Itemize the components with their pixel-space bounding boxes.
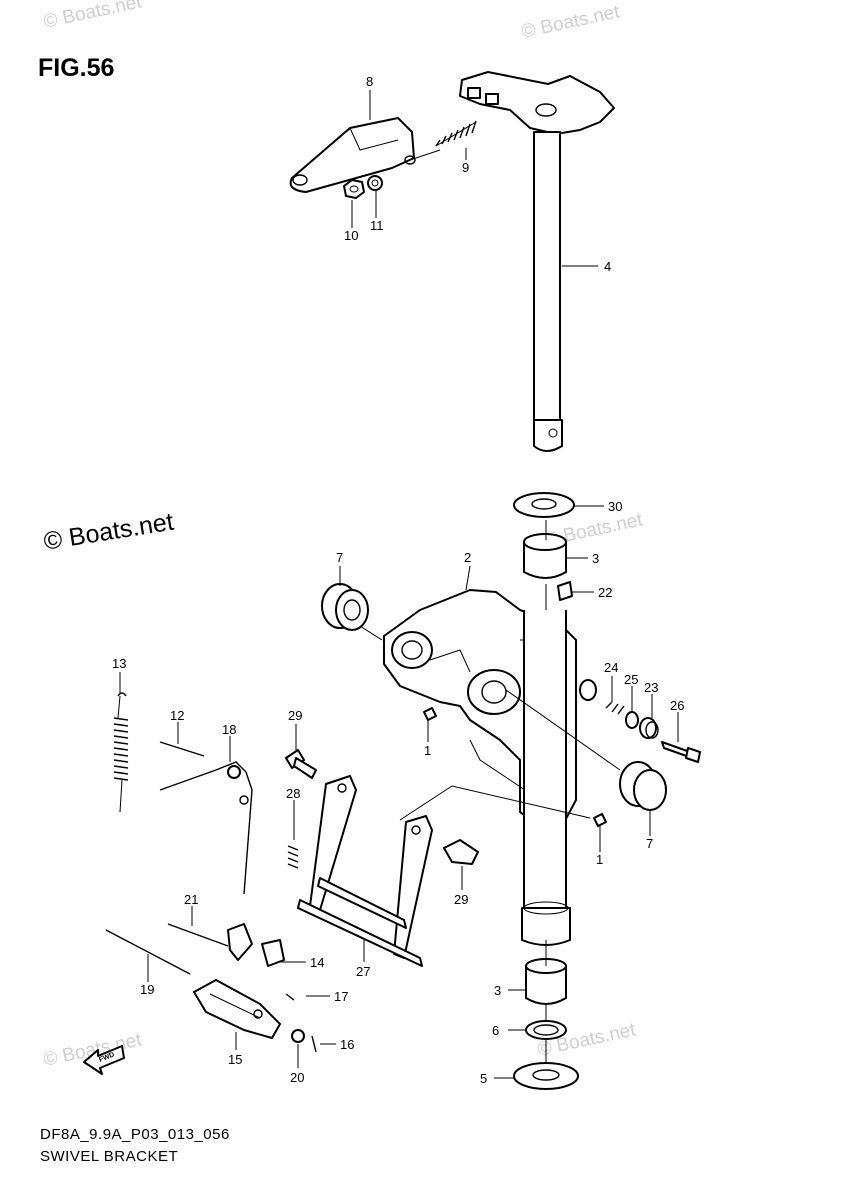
callout-24: 24 bbox=[604, 660, 618, 675]
callout-20: 20 bbox=[290, 1070, 304, 1085]
callout-26: 26 bbox=[670, 698, 684, 713]
grease-nipple-part-1-upper bbox=[423, 707, 437, 721]
nut-part-10 bbox=[343, 179, 365, 199]
callout-17: 17 bbox=[334, 989, 348, 1004]
callout-15: 15 bbox=[228, 1052, 242, 1067]
callout-3: 3 bbox=[494, 983, 501, 998]
washer-part-11 bbox=[367, 175, 383, 191]
spring-part-28 bbox=[287, 845, 299, 869]
figure-caption: SWIVEL BRACKET bbox=[40, 1148, 179, 1165]
washer-part-5 bbox=[513, 1062, 579, 1090]
callout-25: 25 bbox=[624, 672, 638, 687]
callout-30: 30 bbox=[608, 499, 622, 514]
callout-22: 22 bbox=[598, 585, 612, 600]
callout-6: 6 bbox=[492, 1023, 499, 1038]
thrust-washer-part-30 bbox=[513, 492, 575, 518]
callout-23: 23 bbox=[644, 680, 658, 695]
callout-labels: 8 9 10 11 4 30 2 7 3 22 13 12 18 29 1 24… bbox=[112, 74, 684, 1086]
pin-part-17 bbox=[285, 993, 295, 1001]
bolt-part-26 bbox=[661, 741, 701, 763]
steering-shaft-part-4 bbox=[459, 71, 615, 452]
callout-1: 1 bbox=[424, 743, 431, 758]
callout-5: 5 bbox=[480, 1071, 487, 1086]
bolt-part-29-lower bbox=[443, 839, 479, 865]
callout-29: 29 bbox=[288, 708, 302, 723]
callout-1: 1 bbox=[596, 852, 603, 867]
callout-14: 14 bbox=[310, 955, 324, 970]
figure-title: FIG.56 bbox=[38, 54, 115, 82]
callout-11: 11 bbox=[370, 218, 384, 233]
swivel-tube bbox=[521, 610, 571, 946]
spring-part-13 bbox=[113, 692, 129, 813]
callout-9: 9 bbox=[462, 160, 469, 175]
pin-part-12 bbox=[159, 741, 205, 757]
lever-part-18 bbox=[159, 761, 253, 895]
leader-lines bbox=[119, 90, 679, 1079]
rod-part-21 bbox=[167, 923, 229, 947]
bushing-part-7-right bbox=[619, 761, 667, 811]
callout-2: 2 bbox=[464, 550, 471, 565]
callout-29: 29 bbox=[454, 892, 468, 907]
callout-8: 8 bbox=[366, 74, 373, 89]
callout-19: 19 bbox=[140, 982, 154, 997]
bushing-part-7-left bbox=[321, 583, 369, 631]
callout-18: 18 bbox=[222, 722, 236, 737]
callout-12: 12 bbox=[170, 708, 184, 723]
callout-16: 16 bbox=[340, 1037, 354, 1052]
callout-7: 7 bbox=[646, 836, 653, 851]
bushing-part-3-upper bbox=[523, 533, 567, 579]
grease-nipple-part-1-lower bbox=[593, 813, 607, 827]
plate-part-22 bbox=[557, 581, 573, 601]
washer-part-6 bbox=[525, 1020, 567, 1040]
callout-4: 4 bbox=[604, 259, 611, 274]
callout-3: 3 bbox=[592, 551, 599, 566]
callout-10: 10 bbox=[344, 228, 358, 243]
callout-7: 7 bbox=[336, 550, 343, 565]
lock-lever-part-15 bbox=[193, 979, 281, 1039]
spring-part-9 bbox=[435, 120, 477, 147]
fwd-arrow-icon: FWD bbox=[83, 1045, 125, 1075]
bolt-part-29-upper bbox=[285, 749, 317, 779]
tilt-lever-part-27 bbox=[297, 775, 433, 967]
callout-21: 21 bbox=[184, 892, 198, 907]
callout-27: 27 bbox=[356, 964, 370, 979]
callout-13: 13 bbox=[112, 656, 126, 671]
washer-part-20 bbox=[291, 1029, 305, 1043]
steering-arm-part bbox=[289, 117, 416, 193]
callout-28: 28 bbox=[286, 786, 300, 801]
pin-part-16 bbox=[311, 1035, 317, 1053]
figure-code: DF8A_9.9A_P03_013_056 bbox=[40, 1126, 230, 1143]
rod-part-19 bbox=[105, 929, 191, 975]
lock-plate-part-14 bbox=[227, 923, 285, 967]
damper-parts-24-25-23 bbox=[579, 679, 659, 739]
